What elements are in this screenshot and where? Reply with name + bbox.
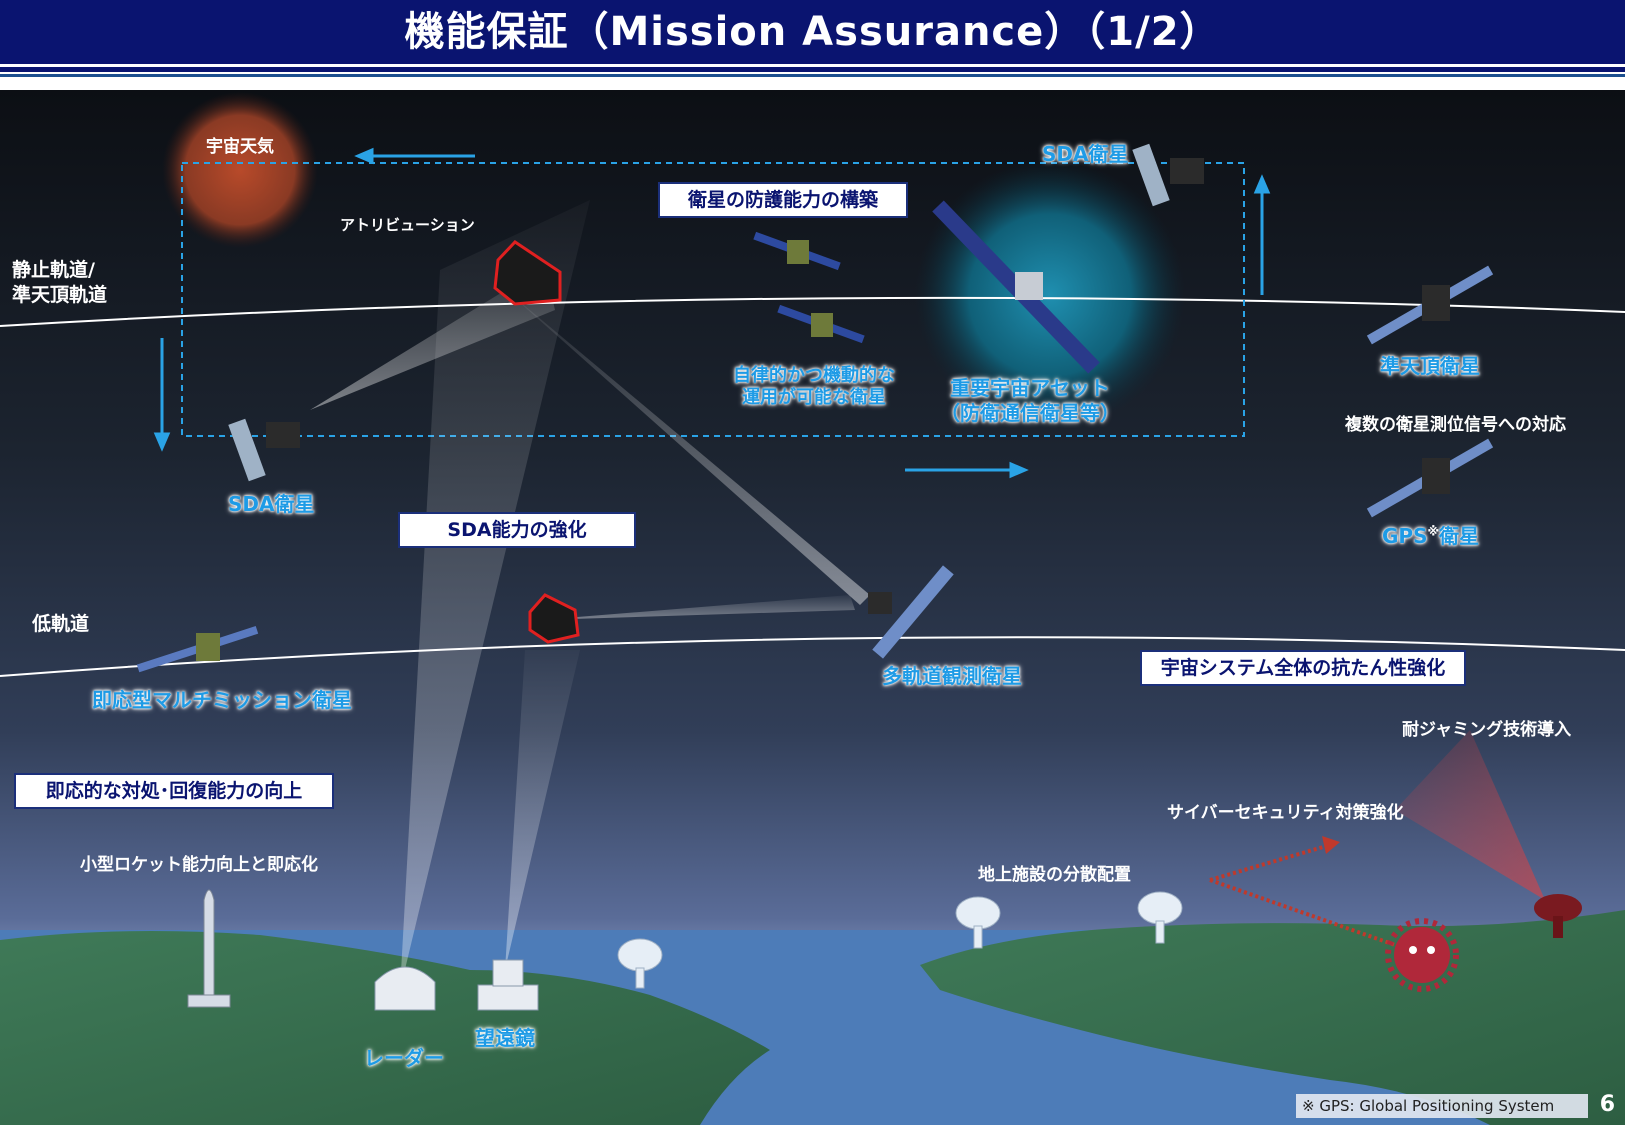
radar-label: レーダー bbox=[364, 1046, 444, 1070]
sda-capability-box: SDA能力の強化 bbox=[398, 512, 636, 548]
header-rule bbox=[0, 67, 1625, 72]
autonomous-satellite-label: 自律的かつ機動的な 運用が可能な衛星 bbox=[733, 365, 895, 409]
space-weather-label: 宇宙天気 bbox=[206, 137, 274, 157]
gps-satellite-label-prefix: GPS bbox=[1382, 524, 1428, 548]
key-space-asset-label-line2: （防衛通信衛星等） bbox=[940, 401, 1120, 425]
geo-orbit-label-line2: 準天頂軌道 bbox=[12, 284, 108, 306]
scene-illustration bbox=[0, 90, 1625, 1125]
sda-satellite-left-label: SDA衛星 bbox=[228, 492, 315, 516]
key-space-asset-label: 重要宇宙アセット （防衛通信衛星等） bbox=[940, 376, 1120, 426]
cyber-security-label: サイバーセキュリティ対策強化 bbox=[1167, 803, 1404, 823]
geo-orbit-label-line1: 静止軌道/ bbox=[12, 259, 95, 281]
responsive-multimission-satellite-label: 即応型マルチミッション衛星 bbox=[92, 688, 352, 712]
autonomous-satellite-label-line2: 運用が可能な衛星 bbox=[742, 387, 886, 408]
footnote: ※ GPS: Global Positioning System bbox=[1296, 1094, 1588, 1118]
sda-satellite-top-label: SDA衛星 bbox=[1042, 142, 1129, 166]
page-title: 機能保証（Mission Assurance）（1/2） bbox=[404, 9, 1221, 55]
attribution-label: アトリビューション bbox=[340, 216, 475, 234]
leo-orbit-label: 低軌道 bbox=[32, 613, 90, 635]
qzss-satellite-label: 準天頂衛星 bbox=[1380, 354, 1480, 378]
ground-dispersion-label: 地上施設の分散配置 bbox=[978, 865, 1131, 885]
system-resilience-box: 宇宙システム全体の抗たん性強化 bbox=[1140, 650, 1466, 686]
gps-satellite-label: GPS※衛星 bbox=[1382, 520, 1479, 549]
anti-jamming-label: 耐ジャミング技術導入 bbox=[1402, 720, 1572, 740]
key-space-asset-label-line1: 重要宇宙アセット bbox=[950, 376, 1110, 400]
telescope-label: 望遠鏡 bbox=[475, 1026, 535, 1050]
multi-orbit-satellite-label: 多軌道観測衛星 bbox=[882, 664, 1022, 688]
gps-satellite-label-suffix: 衛星 bbox=[1439, 524, 1480, 548]
autonomous-satellite-label-line1: 自律的かつ機動的な bbox=[733, 365, 895, 386]
header-rule-thin bbox=[0, 74, 1625, 77]
geo-orbit-label: 静止軌道/ 準天頂軌道 bbox=[12, 258, 107, 308]
multi-gnss-label: 複数の衛星測位信号への対応 bbox=[1345, 415, 1566, 435]
gps-footnote-mark: ※ bbox=[1427, 524, 1440, 539]
page-number: 6 bbox=[1599, 1092, 1615, 1117]
satellite-protection-box: 衛星の防護能力の構築 bbox=[658, 182, 908, 218]
space-scene: 静止軌道/ 準天頂軌道 低軌道 宇宙天気 アトリビューション 複数の衛星測位信号… bbox=[0, 90, 1625, 1125]
small-rocket-label: 小型ロケット能力向上と即応化 bbox=[80, 855, 318, 875]
responsive-recovery-box: 即応的な対処･回復能力の向上 bbox=[14, 773, 334, 809]
title-bar: 機能保証（Mission Assurance）（1/2） bbox=[0, 0, 1625, 64]
